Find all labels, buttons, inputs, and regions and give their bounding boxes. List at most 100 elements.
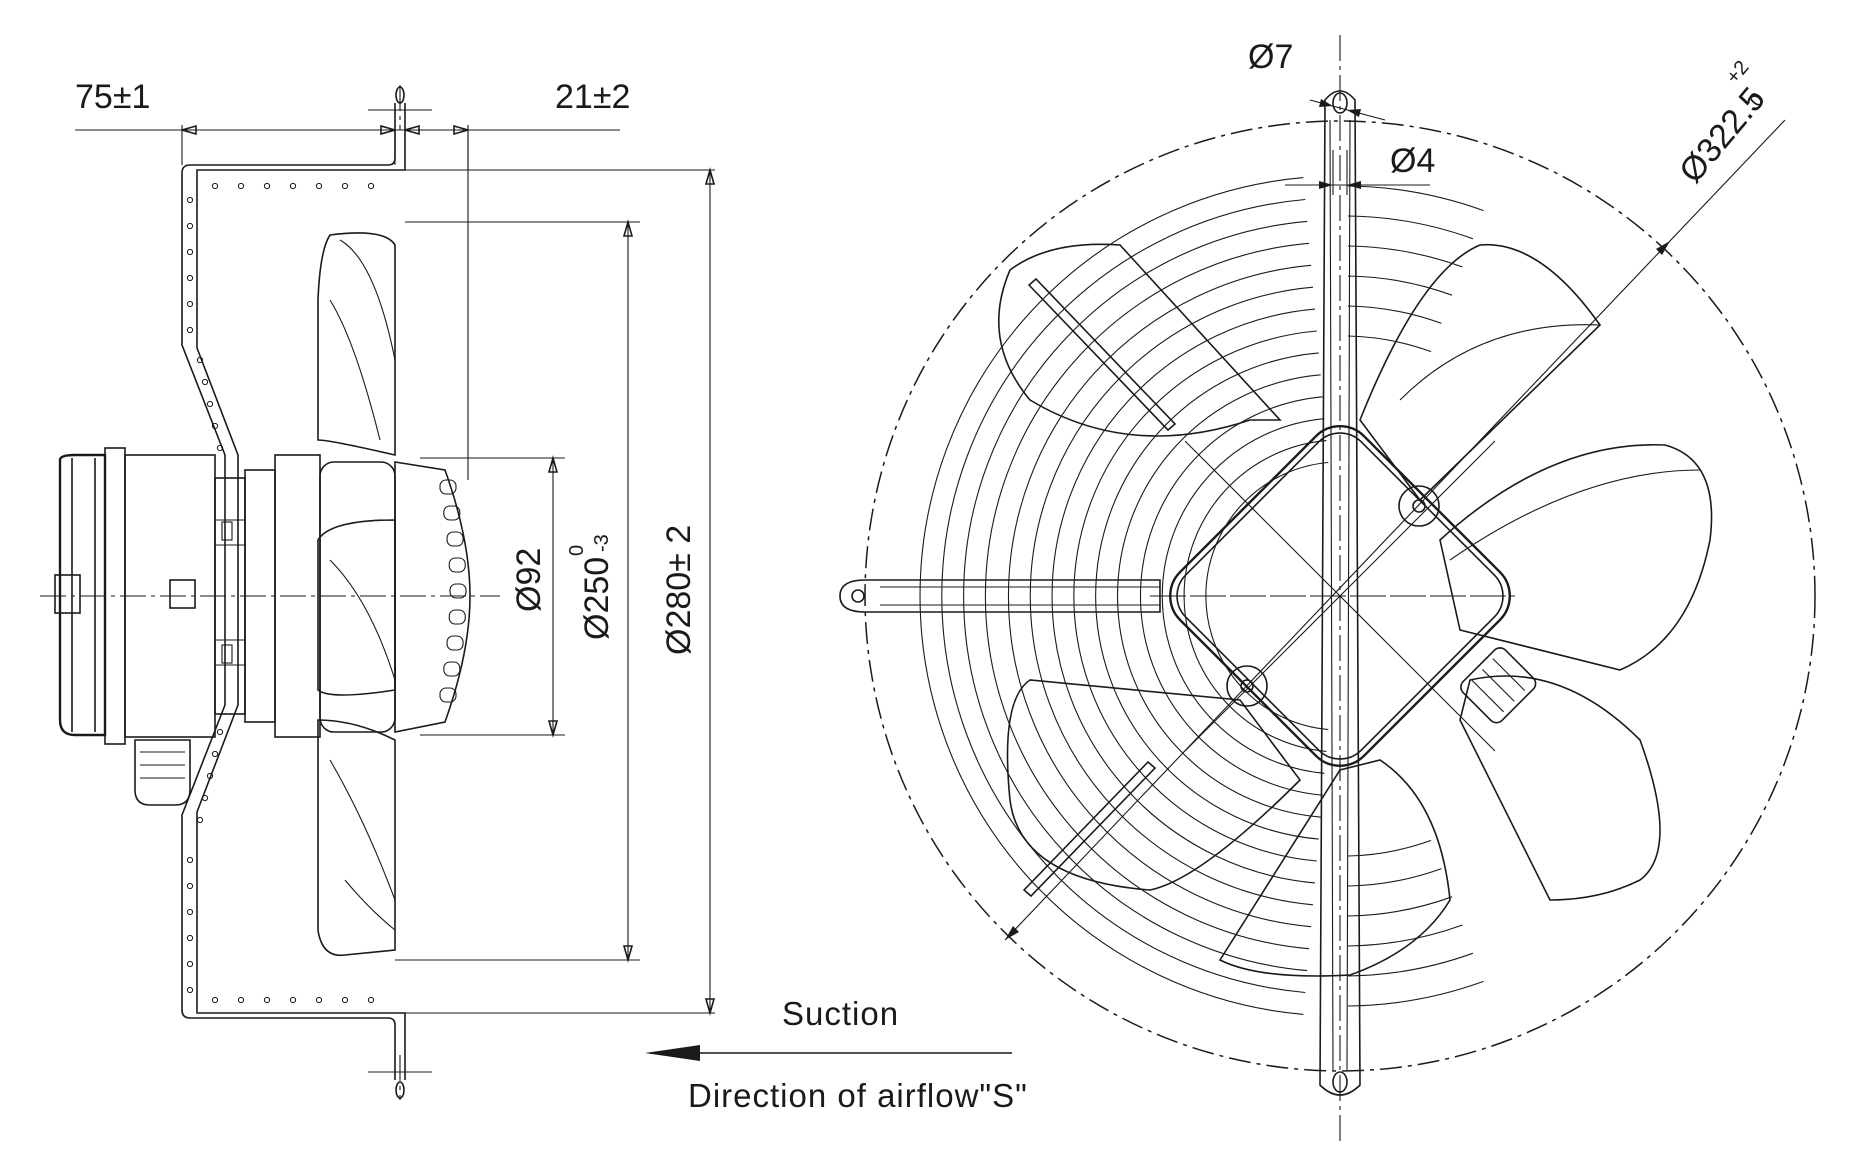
dim-hub-label: Ø92 — [510, 548, 548, 612]
dim-slot: Ø4 — [1285, 142, 1435, 195]
perforation-dot — [186, 934, 194, 942]
perforation-dot — [186, 274, 194, 282]
perforation-dot — [263, 182, 271, 190]
dim-depth-label: 75±1 — [75, 78, 150, 116]
grille-ring — [1347, 245, 1463, 268]
grille-ring — [1029, 286, 1314, 906]
grille-ring — [1007, 264, 1312, 928]
dim-bolt-circle-tol-upper: +2 — [1722, 57, 1754, 89]
perforation-dot — [196, 356, 204, 364]
perforation-dot — [211, 996, 219, 1004]
guard-spokes — [839, 277, 1177, 898]
grille-ring — [963, 220, 1308, 972]
dim-offset-label: 21±2 — [555, 78, 630, 116]
grille-ring — [1347, 335, 1432, 353]
perforation-dot — [237, 182, 245, 190]
dim-offset: 21±2 — [402, 78, 630, 480]
perforation-dot — [315, 182, 323, 190]
impeller-blades-front — [997, 243, 1713, 977]
perforation-dot — [263, 996, 271, 1004]
perforation-dot — [211, 750, 219, 758]
airflow-direction-label: Direction of airflow"S" — [688, 1077, 1028, 1114]
dim-slot-label: Ø4 — [1390, 142, 1435, 180]
dim-depth: 75±1 — [75, 78, 420, 165]
dim-hole: Ø7 — [1248, 38, 1386, 121]
suction-label: Suction — [782, 995, 899, 1032]
dim-hub: Ø92 — [510, 548, 548, 612]
grille-ring — [919, 177, 1304, 1015]
hub-slot — [448, 609, 466, 625]
grille-ring — [1073, 330, 1317, 862]
grille-ring — [1051, 308, 1315, 884]
mounting-plate-outline — [181, 103, 396, 1080]
motor-plate-front — [1160, 425, 1537, 767]
grille-ring — [1140, 396, 1323, 796]
mounting-plate-inner — [196, 103, 406, 1080]
perforation-dot — [237, 996, 245, 1004]
grille-ring — [1347, 305, 1442, 324]
side-view: 75±1 21±2 Ø92 Ø250 0 -3 — [40, 78, 716, 1100]
grille-ring — [1347, 952, 1474, 977]
hub-slot — [439, 479, 457, 495]
perforation-dot — [186, 908, 194, 916]
perforation-dot — [196, 816, 204, 824]
perforation-dot — [201, 794, 209, 802]
grille-ring — [1347, 185, 1484, 212]
grille-ring — [1347, 275, 1453, 296]
perforation-dot — [201, 378, 209, 386]
grille-ring — [1347, 215, 1474, 240]
grille-ring — [1116, 374, 1321, 818]
dim-impeller: Ø250 0 -3 — [547, 455, 616, 738]
perforation-dot — [367, 996, 375, 1004]
perforation-dot — [186, 300, 194, 308]
terminal-box — [54, 447, 216, 806]
impeller-blades-side — [317, 232, 396, 957]
perforation-dot — [186, 856, 194, 864]
perforation-dot — [186, 248, 194, 256]
hub-slots — [439, 479, 467, 703]
perforation-dot — [216, 444, 224, 452]
plate-perforations — [186, 182, 375, 1004]
hub-slot — [446, 635, 464, 651]
grille-ring — [1347, 868, 1442, 887]
dim-hole-label: Ø7 — [1248, 38, 1293, 76]
dim-plate-height — [704, 167, 716, 1016]
dim-impeller-tol-lower: -3 — [591, 534, 613, 552]
airflow-arrow — [645, 1045, 700, 1061]
perforation-dot — [289, 996, 297, 1004]
perforation-dot — [216, 728, 224, 736]
hub-slot — [446, 531, 464, 547]
grille-ring — [1095, 352, 1319, 840]
perforation-dot — [341, 182, 349, 190]
perforation-dot — [186, 196, 194, 204]
mount-hole-top — [368, 85, 432, 130]
dim-orifice-label: Ø280± 2 — [660, 525, 698, 655]
perforation-dot — [289, 182, 297, 190]
perforation-dot — [186, 222, 194, 230]
hub-slot — [448, 557, 466, 573]
perforation-dot — [206, 772, 214, 780]
grille-ring — [1347, 980, 1484, 1007]
mount-hole-bottom — [368, 1055, 432, 1100]
perforation-dot — [186, 960, 194, 968]
perforation-dot — [186, 882, 194, 890]
front-view: Ø322.5 +2 0 Ø7 Ø4 — [839, 35, 1816, 1145]
perforation-dot — [186, 986, 194, 994]
perforation-dot — [315, 996, 323, 1004]
vertical-mount-bar — [1319, 90, 1361, 1096]
perforation-dot — [211, 182, 219, 190]
perforation-dot — [341, 996, 349, 1004]
guard-grille-rings — [919, 177, 1484, 1015]
hub-slot — [449, 583, 467, 599]
perforation-dot — [186, 326, 194, 334]
airflow-indicator: Suction Direction of airflow"S" — [645, 995, 1028, 1114]
perforation-dot — [211, 422, 219, 430]
hub-slot — [443, 661, 461, 677]
grille-ring — [1347, 924, 1463, 947]
hub-slot — [443, 505, 461, 521]
grille-ring — [1347, 839, 1432, 857]
perforation-dot — [206, 400, 214, 408]
hub-slot — [439, 687, 457, 703]
hub-side — [394, 461, 471, 733]
